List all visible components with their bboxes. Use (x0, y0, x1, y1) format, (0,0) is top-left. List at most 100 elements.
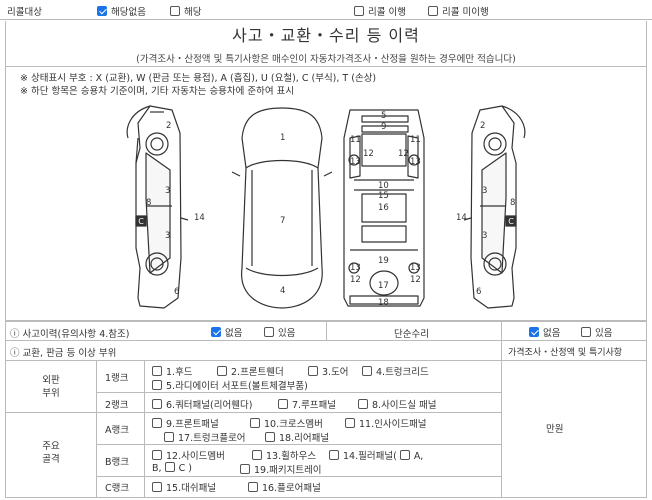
item-front-panel[interactable]: 9.프론트패널 (152, 416, 219, 430)
recall-none-option[interactable]: 해당없음 (97, 4, 146, 18)
divider (501, 360, 502, 498)
part-label: 6 (476, 287, 481, 297)
rank1-label: 1랭크 (105, 373, 129, 384)
checkbox-checked-icon[interactable] (529, 327, 539, 337)
item-cross-member[interactable]: 10.크로스멤버 (250, 416, 323, 430)
exchange-grid: 외판 부위 주요 골격 1랭크 2랭크 A랭크 B랭크 C랭크 1.후드 2.프… (5, 360, 647, 498)
divider (6, 412, 501, 413)
item-hood[interactable]: 1.후드 (152, 364, 193, 378)
checkbox-icon[interactable] (308, 366, 318, 376)
recall-not-done-option[interactable]: 리콜 미이행 (428, 4, 489, 18)
item-pillar-panel[interactable]: 14.필러패널( A, (329, 448, 423, 462)
item-dash-panel[interactable]: 15.대쉬패널 (152, 480, 216, 494)
part-label: 12 (398, 149, 409, 159)
accident-none-option[interactable]: 없음 (211, 325, 242, 339)
checkbox-icon[interactable] (264, 327, 274, 337)
c-marker-right: C (508, 217, 514, 226)
part-label: 11 (410, 135, 421, 145)
divider (96, 444, 501, 445)
item-side-sill-panel[interactable]: 8.사이드실 패널 (358, 397, 437, 411)
divider (5, 66, 647, 67)
divider (501, 322, 502, 340)
checkbox-icon[interactable] (164, 432, 174, 442)
divider (144, 360, 145, 498)
checkbox-icon[interactable] (250, 418, 260, 428)
item-rear-panel[interactable]: 18.리어패널 (265, 430, 329, 444)
checkbox-icon[interactable] (170, 6, 180, 16)
recall-row: 리콜대상 해당없음 해당 리콜 이행 리콜 미이행 (0, 0, 652, 20)
checkbox-icon[interactable] (248, 482, 258, 492)
checkbox-icon[interactable] (152, 418, 162, 428)
part-label: 12 (350, 275, 361, 285)
checkbox-icon[interactable] (152, 366, 162, 376)
checkbox-icon[interactable] (217, 366, 227, 376)
checkbox-icon[interactable] (278, 399, 288, 409)
part-label: 13 (350, 263, 361, 273)
checkbox-icon[interactable] (354, 6, 364, 16)
checkbox-icon[interactable] (399, 450, 410, 460)
accident-exists-option[interactable]: 있음 (264, 325, 295, 339)
standard-note: ※ 하단 항목은 승용차 기준이며, 기타 자동차는 승용차에 준하여 표시 (20, 86, 295, 97)
status-code-note: ※ 상태표시 부호 : X (교환), W (판금 또는 용접), A (흠집)… (20, 73, 377, 84)
checkbox-icon[interactable] (265, 432, 275, 442)
checkbox-icon[interactable] (164, 462, 175, 472)
item-roof-panel[interactable]: 7.루프패널 (278, 397, 336, 411)
part-label: 6 (174, 287, 179, 297)
recall-done-option[interactable]: 리콜 이행 (354, 4, 406, 18)
checkbox-icon[interactable] (240, 464, 250, 474)
part-label: 3 (165, 186, 170, 196)
part-label: 2 (166, 121, 171, 131)
history-title: 사고・교환・수리 등 이력 (232, 26, 420, 45)
checkbox-checked-icon[interactable] (211, 327, 221, 337)
rankC-label: C랭크 (105, 483, 130, 494)
checkbox-icon[interactable] (252, 450, 262, 460)
item-side-member[interactable]: 12.사이드멤버 (152, 448, 225, 462)
price-header: 가격조사・산정액 및 특기사항 (508, 348, 623, 358)
item-package-tray[interactable]: 19.패키지트레이 (240, 462, 322, 476)
car-diagram: C C 2 3 8 3 14 6 1 7 4 5 9 11 11 12 12 1… (126, 105, 526, 309)
item-door[interactable]: 3.도어 (308, 364, 349, 378)
checkbox-icon[interactable] (345, 418, 355, 428)
part-label: 5 (381, 111, 386, 121)
checkbox-icon[interactable] (152, 399, 162, 409)
divider (96, 360, 97, 498)
checkbox-icon[interactable] (152, 380, 162, 390)
simple-repair-none-option[interactable]: 없음 (529, 325, 560, 339)
accident-row: ⓘ 사고이력(유의사항 4.참조) 없음 있음 단순수리 없음 있음 (5, 321, 647, 341)
checkbox-icon[interactable] (362, 366, 372, 376)
part-label: 12 (363, 149, 374, 159)
item-front-fender[interactable]: 2.프론트휀더 (217, 364, 284, 378)
divider (96, 392, 501, 393)
c-marker-left: C (138, 217, 144, 226)
item-floor-panel[interactable]: 16.플로어패널 (248, 480, 321, 494)
item-trunk-lid[interactable]: 4.트렁크리드 (362, 364, 429, 378)
part-label: 13 (350, 157, 361, 167)
checkbox-icon[interactable] (329, 450, 339, 460)
item-quarter-panel[interactable]: 6.쿼터패널(리어휀다) (152, 397, 252, 411)
part-label: 19 (378, 256, 389, 266)
divider (96, 476, 501, 477)
car-underbody-view (343, 109, 425, 307)
recall-applicable-option[interactable]: 해당 (170, 4, 201, 18)
checkbox-icon[interactable] (358, 399, 368, 409)
checkbox-icon[interactable] (152, 450, 162, 460)
checkbox-icon[interactable] (428, 6, 438, 16)
part-label: 8 (146, 198, 151, 208)
accident-label: ⓘ 사고이력(유의사항 4.참조) (10, 329, 130, 340)
checkbox-icon[interactable] (152, 482, 162, 492)
item-radiator-support[interactable]: 5.라디에이터 서포트(볼트체결부품) (152, 378, 308, 392)
part-label: 12 (410, 275, 421, 285)
item-trunk-floor[interactable]: 17.트렁크플로어 (164, 430, 246, 444)
info-icon: ⓘ (10, 348, 20, 359)
item-pillar-b-c[interactable]: B, C ) (152, 462, 192, 474)
item-wheel-house[interactable]: 13.휠하우스 (252, 448, 316, 462)
part-label: 3 (482, 186, 487, 196)
checkbox-icon[interactable] (581, 327, 591, 337)
history-box (5, 21, 647, 321)
simple-repair-exists-option[interactable]: 있음 (581, 325, 612, 339)
part-label: 3 (165, 231, 170, 241)
item-inside-panel[interactable]: 11.인사이드패널 (345, 416, 427, 430)
part-label: 15 (378, 191, 389, 201)
checkbox-checked-icon[interactable] (97, 6, 107, 16)
car-left-side-view (126, 105, 189, 309)
